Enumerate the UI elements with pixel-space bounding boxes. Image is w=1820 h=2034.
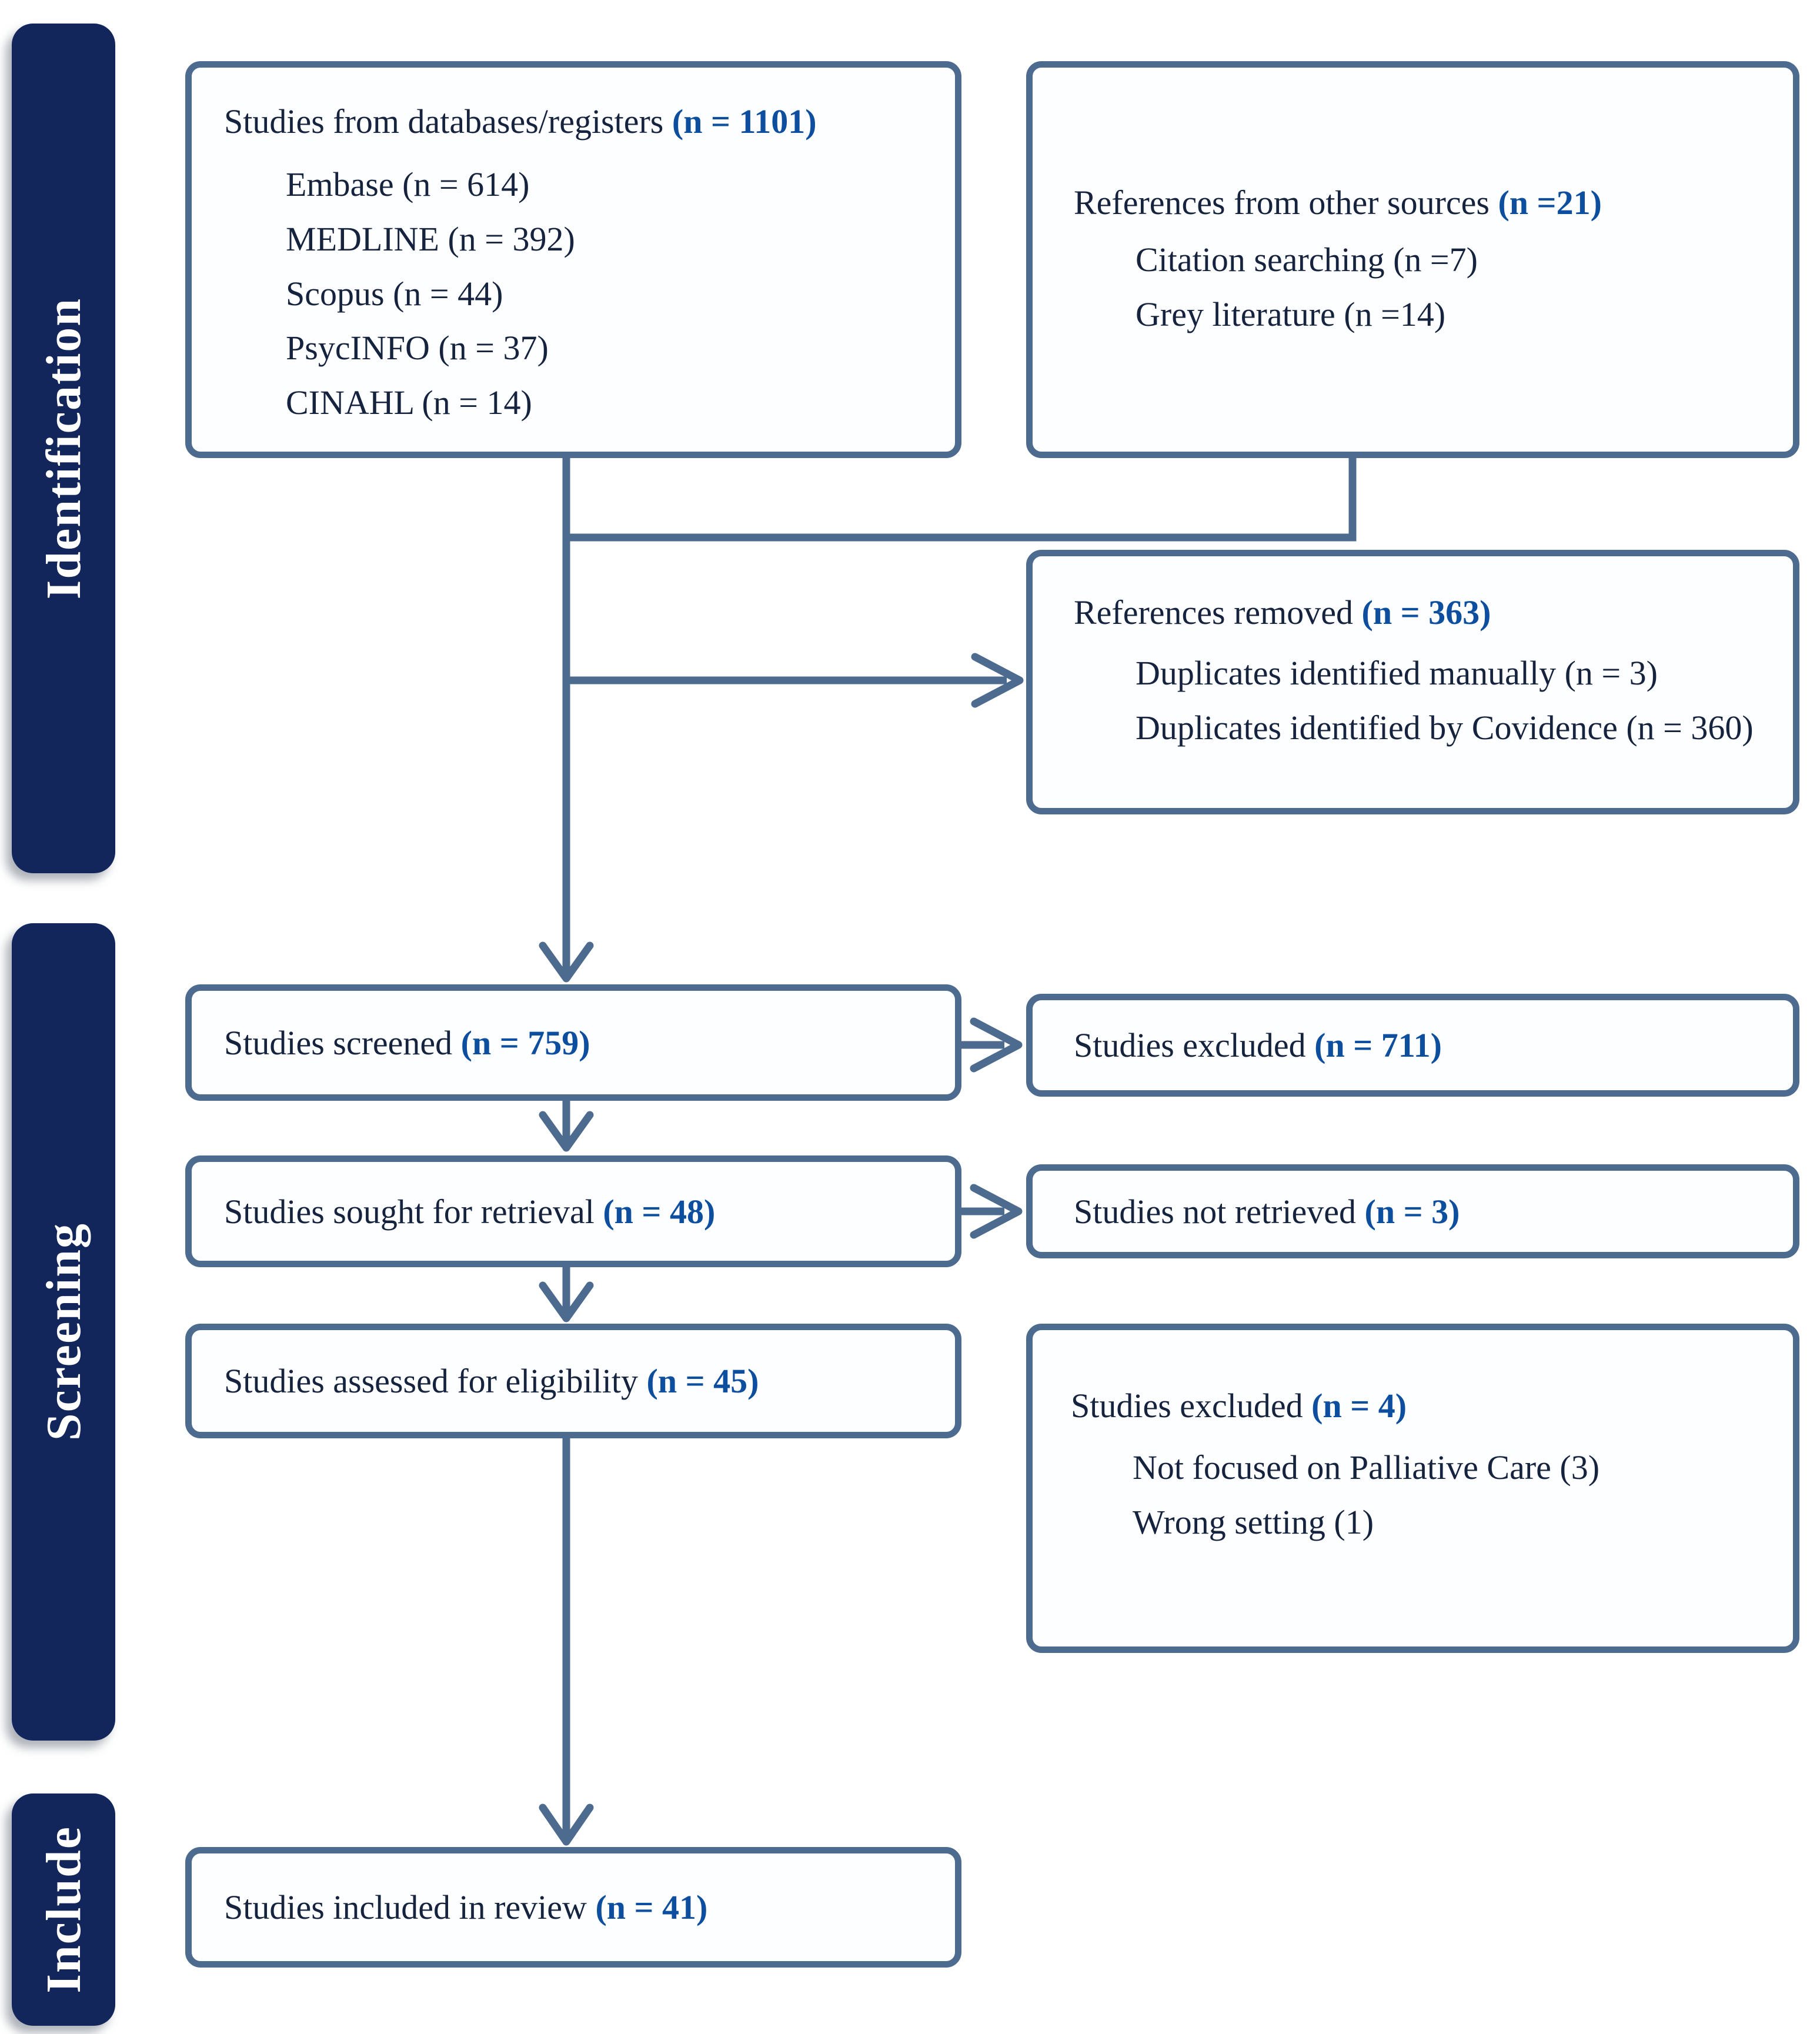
- box-databases-items: Embase (n = 614) MEDLINE (n = 392) Scopu…: [224, 158, 923, 430]
- box-not-retrieved: Studies not retrieved (n = 3): [1026, 1164, 1799, 1258]
- arrowhead-not-retrieved: [970, 1184, 1023, 1239]
- box-excluded-eligibility-items: Not focused on Palliative Care (3) Wrong…: [1071, 1441, 1761, 1550]
- list-item: CINAHL (n = 14): [286, 383, 532, 422]
- box-databases-n: (n = 1101): [672, 102, 817, 141]
- box-excluded-screening-n: (n = 711): [1314, 1026, 1442, 1064]
- arrowhead-sought: [539, 1111, 594, 1152]
- box-other-sources-heading: References from other sources (n =21): [1074, 177, 1602, 228]
- stage-label-identification: Identification: [36, 297, 91, 600]
- box-sought-n: (n = 48): [603, 1192, 716, 1231]
- box-excluded-eligibility-heading: Studies excluded (n = 4): [1071, 1380, 1761, 1431]
- box-databases-heading: Studies from databases/registers (n = 11…: [224, 96, 923, 147]
- box-excluded-screening: Studies excluded (n = 711): [1026, 994, 1799, 1097]
- box-sought-label: Studies sought for retrieval: [224, 1192, 595, 1231]
- box-excluded-eligibility-label: Studies excluded: [1071, 1387, 1303, 1425]
- box-excluded-screening-label: Studies excluded: [1074, 1026, 1306, 1064]
- box-not-retrieved-n: (n = 3): [1364, 1192, 1460, 1231]
- arrowhead-references-removed: [971, 653, 1024, 708]
- stage-bar-identification: Identification: [12, 24, 115, 873]
- arrowhead-assessed: [539, 1281, 594, 1322]
- stage-label-include: Include: [36, 1826, 91, 1993]
- box-included-label: Studies included in review: [224, 1888, 587, 1926]
- box-references-removed-items: Duplicates identified manually (n = 3) D…: [1074, 646, 1761, 756]
- box-other-sources: References from other sources (n =21) Ci…: [1026, 61, 1799, 458]
- box-databases: Studies from databases/registers (n = 11…: [185, 61, 961, 458]
- box-assessed-n: (n = 45): [646, 1362, 759, 1400]
- box-references-removed-n: (n = 363): [1361, 593, 1491, 632]
- box-assessed-label: Studies assessed for eligibility: [224, 1362, 638, 1400]
- connectors: [539, 458, 1357, 1846]
- box-screened-n: (n = 759): [460, 1023, 590, 1062]
- stage-bar-screening: Screening: [12, 923, 115, 1741]
- box-databases-label: Studies from databases/registers: [224, 102, 664, 141]
- list-item: PsycINFO (n = 37): [286, 329, 549, 368]
- box-included: Studies included in review (n = 41): [185, 1847, 961, 1968]
- list-item: Grey literature (n =14): [1136, 295, 1446, 333]
- arrowhead-excluded-screening: [970, 1017, 1023, 1073]
- box-other-sources-items: Citation searching (n =7) Grey literatur…: [1074, 233, 1602, 342]
- box-other-sources-n: (n =21): [1498, 183, 1602, 222]
- box-excluded-eligibility: Studies excluded (n = 4) Not focused on …: [1026, 1324, 1799, 1653]
- box-screened-label: Studies screened: [224, 1023, 453, 1062]
- box-references-removed: References removed (n = 363) Duplicates …: [1026, 550, 1799, 814]
- list-item: Scopus (n = 44): [286, 274, 503, 313]
- list-item: Citation searching (n =7): [1136, 241, 1478, 279]
- line-other-sources-elbow: [563, 458, 1357, 542]
- list-item: Not focused on Palliative Care (3): [1133, 1448, 1600, 1487]
- list-item: Wrong setting (1): [1133, 1502, 1374, 1541]
- box-other-sources-label: References from other sources: [1074, 183, 1490, 222]
- list-item: MEDLINE (n = 392): [286, 219, 575, 258]
- box-sought: Studies sought for retrieval (n = 48): [185, 1155, 961, 1267]
- box-excluded-eligibility-n: (n = 4): [1311, 1387, 1407, 1425]
- box-screened: Studies screened (n = 759): [185, 984, 961, 1101]
- list-item: Duplicates identified manually (n = 3): [1136, 654, 1658, 692]
- box-references-removed-label: References removed: [1074, 593, 1354, 632]
- arrowhead-included: [539, 1803, 594, 1846]
- box-references-removed-heading: References removed (n = 363): [1074, 587, 1761, 638]
- stage-bar-include: Include: [12, 1793, 115, 2026]
- list-item: Duplicates identified by Covidence (n = …: [1136, 708, 1754, 747]
- box-assessed: Studies assessed for eligibility (n = 45…: [185, 1324, 961, 1438]
- list-item: Embase (n = 614): [286, 165, 530, 203]
- arrowhead-screened: [539, 941, 594, 983]
- box-included-n: (n = 41): [595, 1888, 708, 1926]
- stage-label-screening: Screening: [36, 1223, 91, 1441]
- box-not-retrieved-label: Studies not retrieved: [1074, 1192, 1357, 1231]
